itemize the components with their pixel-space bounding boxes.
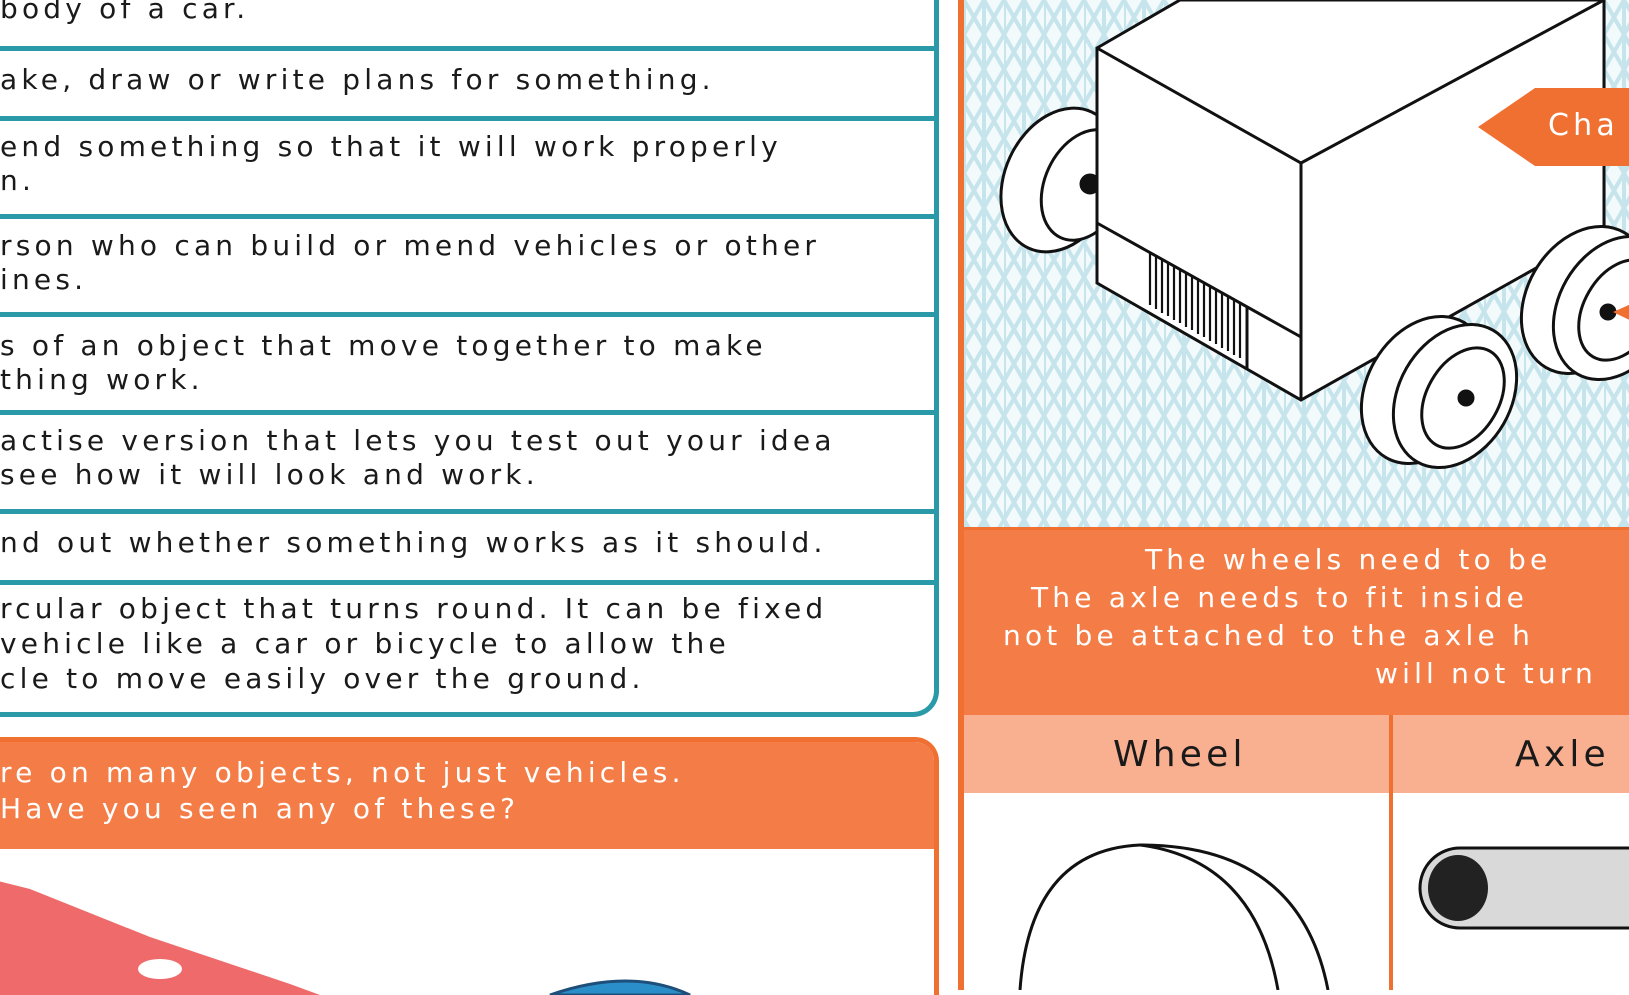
- car-grille: [1148, 253, 1242, 358]
- parts-drawings: [1018, 843, 1629, 990]
- skateboard-image: [0, 881, 320, 995]
- info-text: The wheels need to be: [1145, 543, 1552, 576]
- info-text: The axle needs to fit inside: [1031, 581, 1529, 614]
- column-divider: [1389, 715, 1393, 990]
- definition-text: ines.: [0, 263, 88, 296]
- row-divider: [0, 509, 938, 514]
- row-divider: [0, 214, 938, 219]
- examples-text: re on many objects, not just vehicles.: [0, 756, 685, 789]
- definition-text: end something so that it will work prope…: [0, 130, 782, 163]
- pointer-arrow: [1613, 304, 1629, 320]
- column-header-wheel: Wheel: [1113, 734, 1247, 775]
- row-divider: [0, 46, 938, 51]
- column-header-axle: Axle: [1515, 734, 1610, 775]
- row-divider: [0, 580, 938, 585]
- examples-box: [0, 737, 939, 995]
- parts-header: [964, 715, 1629, 793]
- info-text: not be attached to the axle h: [1003, 619, 1535, 652]
- definition-text: vehicle like a car or bicycle to allow t…: [0, 627, 730, 660]
- definition-text: rson who can build or mend vehicles or o…: [0, 229, 821, 262]
- definition-text: cle to move easily over the ground.: [0, 662, 645, 695]
- definition-text: actise version that lets you test out yo…: [0, 424, 836, 457]
- row-divider: [0, 312, 938, 317]
- definition-text: nd out whether something works as it sho…: [0, 526, 827, 559]
- diagram-panel: [958, 0, 1629, 990]
- examples-photos: [0, 881, 691, 995]
- examples-text: Have you seen any of these?: [0, 792, 520, 825]
- row-divider: [0, 410, 938, 415]
- definition-text: rcular object that turns round. It can b…: [0, 592, 828, 625]
- definition-text: n.: [0, 164, 36, 197]
- tag-label: Cha: [1548, 108, 1619, 143]
- info-text: will not turn: [1375, 657, 1597, 690]
- examples-header: [0, 742, 934, 849]
- definition-text: body of a car.: [0, 0, 250, 25]
- wheel-front: [1359, 314, 1519, 470]
- definition-text: see how it will look and work.: [0, 458, 539, 491]
- car-diagram: [964, 0, 1629, 527]
- definition-text: ake, draw or write plans for something.: [0, 63, 715, 96]
- definition-text: thing work.: [0, 363, 204, 396]
- label-tag: [1478, 88, 1629, 166]
- info-band: [964, 527, 1629, 715]
- definition-text: s of an object that move together to mak…: [0, 329, 767, 362]
- wheel-drawing: [1018, 843, 1330, 990]
- glossary-table: [0, 0, 939, 717]
- row-divider: [0, 116, 938, 121]
- wheel-image: [549, 979, 691, 995]
- skateboard-hole: [138, 959, 182, 979]
